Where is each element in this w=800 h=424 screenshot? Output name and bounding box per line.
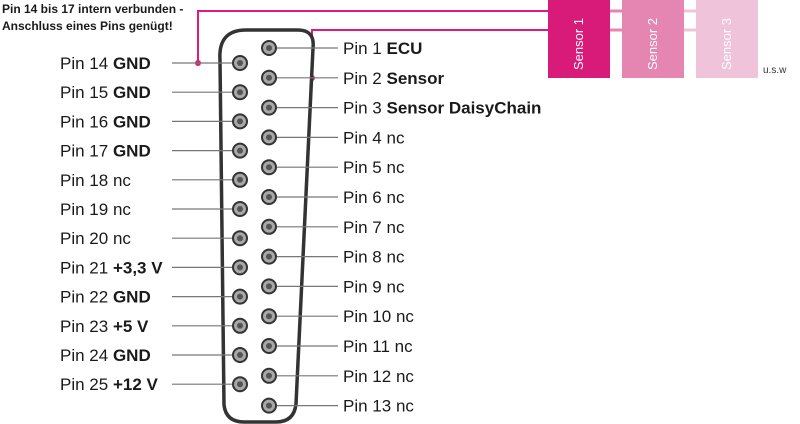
sensor-2-label: Sensor 2 — [645, 18, 660, 70]
left-pin-label: Pin 16 GND — [60, 112, 151, 131]
left-pin-contact — [232, 84, 248, 101]
left-pin-contact — [232, 317, 248, 334]
left-pin-contact — [232, 113, 248, 130]
left-pin-contact — [232, 347, 248, 363]
left-pin-label: Pin 21 +3,3 V — [60, 258, 163, 277]
left-pin-group: Pin 14 GND Pin 15 GND Pin 16 GND Pin 17 GND… — [60, 54, 248, 394]
right-pin-label: Pin 13 nc — [343, 397, 414, 416]
right-pin-contact — [261, 129, 277, 146]
sensor-1-label: Sensor 1 — [571, 18, 586, 70]
right-pin-contact — [261, 338, 277, 354]
right-pin-label: Pin 11 nc — [343, 337, 413, 356]
right-pin-contact — [261, 189, 277, 205]
right-pin-contact — [261, 278, 277, 295]
right-pin-contact — [261, 367, 277, 384]
note-line-2: Anschluss eines Pins genügt! — [2, 19, 173, 33]
left-pin-contact — [232, 201, 248, 217]
right-pin-label: Pin 6 nc — [343, 188, 405, 207]
right-pin-label: Pin 8 nc — [343, 248, 405, 267]
left-pin-label: Pin 15 GND — [60, 83, 151, 102]
left-pin-label: Pin 17 GND — [60, 142, 151, 161]
right-pin-label: Pin 4 nc — [343, 128, 405, 147]
right-pin-contact — [261, 397, 277, 414]
left-pin-label: Pin 14 GND — [60, 54, 151, 73]
left-pin-label: Pin 19 nc — [60, 200, 131, 219]
sensor-connector-1-2 — [610, 9, 622, 32]
sensor-1: Sensor 1 — [548, 0, 610, 78]
sensor-3-label: Sensor 3 — [719, 18, 734, 70]
right-pin-label: Pin 7 nc — [343, 218, 405, 237]
right-pin-label: Pin 1 ECU — [343, 39, 422, 58]
right-pin-contact — [261, 248, 277, 265]
left-pin-contact — [232, 230, 248, 247]
right-pin-contact — [261, 69, 277, 86]
right-pin-contact — [261, 159, 277, 176]
left-pin-contact — [232, 171, 248, 188]
sensor-2: Sensor 2 — [622, 0, 684, 78]
left-pin-label: Pin 22 GND — [60, 288, 151, 307]
right-pin-label: Pin 3 Sensor DaisyChain — [343, 99, 541, 118]
wire-pin14-sensor — [197, 10, 548, 63]
right-pin-contact — [261, 99, 277, 116]
right-pin-label: Pin 5 nc — [343, 158, 405, 177]
left-pin-label: Pin 18 nc — [60, 171, 131, 190]
left-pin-label: Pin 24 GND — [60, 346, 151, 365]
right-pin-label: Pin 10 nc — [343, 307, 414, 326]
left-pin-label: Pin 23 +5 V — [60, 317, 149, 336]
left-pin-contact — [232, 376, 248, 393]
left-pin-contact — [232, 288, 248, 305]
etc-label: u.s.w — [763, 65, 787, 76]
left-pin-label: Pin 20 nc — [60, 229, 131, 248]
right-pin-label: Pin 12 nc — [343, 367, 414, 386]
left-pin-contact — [232, 55, 248, 71]
left-pin-contact — [232, 142, 248, 159]
right-pin-contact — [261, 40, 277, 56]
left-pin-contact — [232, 259, 248, 276]
right-pin-label: Pin 9 nc — [343, 277, 405, 296]
note-line-1: Pin 14 bis 17 intern verbunden - — [2, 2, 183, 16]
left-pin-label: Pin 25 +12 V — [60, 375, 158, 394]
sensor-connector-2-3 — [684, 9, 696, 32]
right-pin-contact — [261, 308, 277, 325]
right-pin-contact — [261, 218, 277, 235]
right-pin-label: Pin 2 Sensor — [343, 69, 445, 88]
sensor-3: Sensor 3 — [696, 0, 758, 78]
